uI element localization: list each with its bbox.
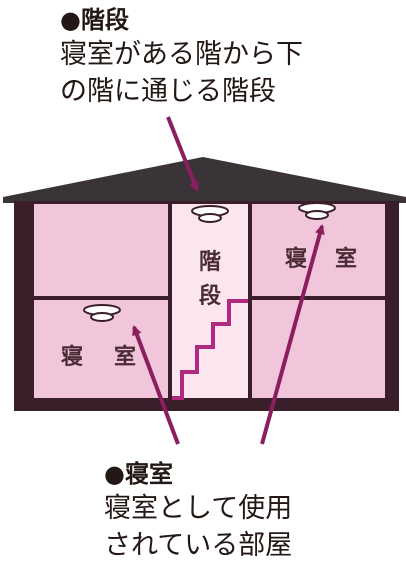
- stairs-callout-title: ●階段: [60, 6, 129, 34]
- stairs-callout-line-2: の階に通じる階段: [60, 76, 276, 107]
- staircase: [172, 299, 248, 400]
- arrow-icon: [132, 325, 180, 445]
- stair-room-label-1: 階: [199, 250, 221, 275]
- bedroom-right-label-2: 室: [335, 246, 357, 272]
- bedroom-left-label-2: 室: [114, 344, 136, 370]
- arrow-icon: [260, 224, 325, 445]
- bedroom-left-label-1: 寝: [61, 344, 83, 370]
- bedroom-callout-line-1: 寝室として使用: [104, 493, 293, 524]
- roof: [3, 157, 406, 203]
- stairs-callout: ●階段 寝室がある階から下 の階に通じる階段: [60, 4, 303, 110]
- room-bottom-right: [252, 300, 385, 398]
- smoke-detector-icon: [83, 304, 121, 322]
- bedroom-callout-line-2: されている部屋: [104, 530, 293, 561]
- stair-room-label-2: 段: [199, 283, 221, 309]
- smoke-detector-icon: [298, 202, 336, 220]
- bedroom-callout: ●寝室 寝室として使用 されている部屋: [104, 458, 292, 564]
- smoke-detector-icon: [191, 205, 229, 223]
- room-top-left: [34, 204, 168, 296]
- stairs-callout-line-1: 寝室がある階から下: [60, 39, 303, 70]
- bedroom-callout-title: ●寝室: [104, 460, 173, 488]
- bedroom-right-label-1: 寝: [285, 246, 307, 272]
- arrow-icon: [166, 116, 199, 192]
